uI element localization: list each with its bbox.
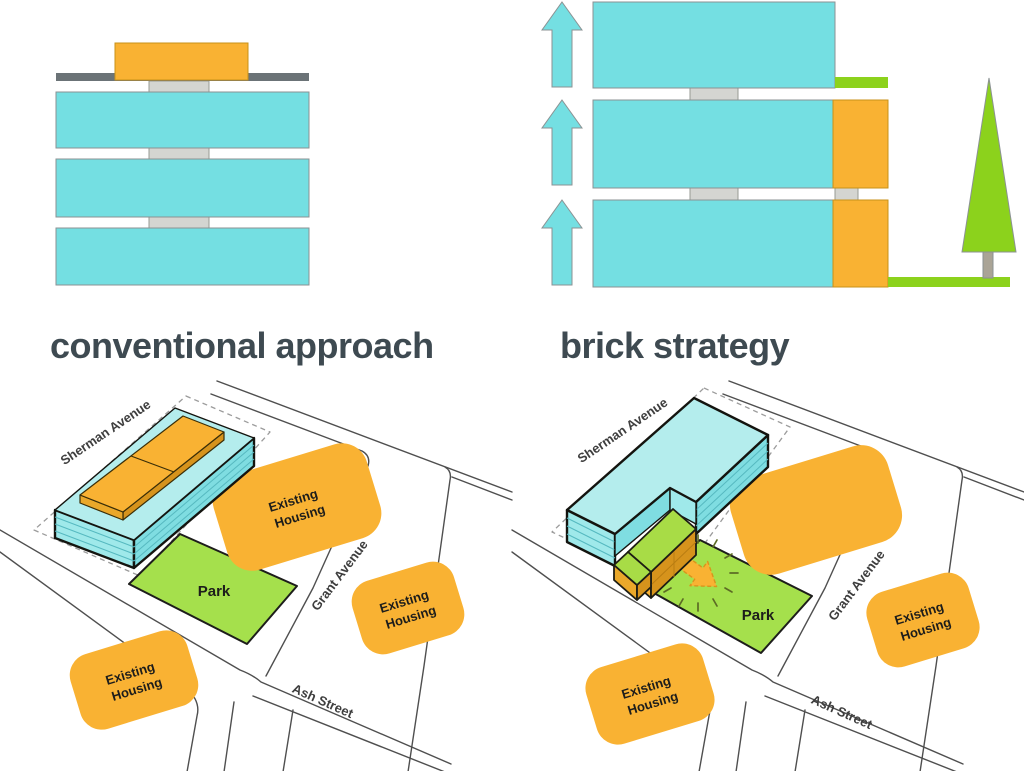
brick-block	[832, 99, 889, 189]
green-roof-strip	[835, 77, 888, 88]
floor-slab	[55, 227, 310, 286]
slab-connector	[148, 147, 210, 160]
housing-shape	[729, 445, 903, 575]
park-label: Park	[198, 583, 231, 600]
proposed-building-brick	[565, 396, 770, 601]
housing-shape	[69, 630, 199, 730]
tree-trunk	[982, 249, 994, 279]
tree-icon	[961, 77, 1017, 253]
up-arrow-icon	[541, 199, 583, 286]
ground-strip	[888, 277, 1010, 287]
existing-housing-blob: Existing Housing	[351, 561, 465, 655]
existing-housing-blob: Existing Housing	[69, 630, 199, 730]
existing-housing-blob: Existing Housing	[585, 643, 715, 745]
floor-stripes	[566, 517, 616, 559]
heading-conventional: conventional approach	[50, 325, 434, 366]
housing-shape	[866, 572, 980, 668]
heading-brick: brick strategy	[560, 325, 790, 366]
brick-lower-green-roof	[613, 551, 652, 586]
slab-connector	[689, 187, 739, 201]
penthouse-block	[114, 42, 249, 81]
penthouse-seam	[130, 455, 175, 473]
floor-slab	[592, 99, 834, 189]
park-label: Park	[742, 607, 775, 624]
site-plan-conventional: Park Existing Housing Existing Housing E…	[0, 380, 513, 771]
slab-connector	[689, 87, 739, 101]
building-roof	[565, 396, 770, 536]
section-conventional	[55, 42, 310, 286]
slab-connector	[148, 216, 210, 229]
existing-housing-blob	[729, 445, 903, 575]
floor-stripes	[133, 444, 255, 562]
housing-shape	[351, 561, 465, 655]
slab-connector	[148, 80, 210, 93]
slab-connector-small	[834, 187, 859, 201]
existing-housing-blob: Existing Housing	[212, 443, 382, 571]
site-plan-brick: Park Existing Housing Existing Housing	[511, 380, 1024, 771]
floor-slab	[592, 199, 834, 288]
housing-shape	[212, 443, 382, 571]
up-arrow-icon	[541, 99, 583, 186]
park-area	[128, 533, 298, 645]
floor-slab	[592, 1, 836, 89]
proposed-building-conventional	[53, 407, 256, 570]
section-brick	[541, 1, 1017, 288]
brick-block	[832, 199, 889, 288]
floor-slab	[55, 91, 310, 149]
up-arrow-icon	[541, 1, 583, 88]
floor-slab	[55, 158, 310, 218]
housing-shape	[585, 643, 715, 745]
existing-housing-blob: Existing Housing	[866, 572, 980, 668]
floor-stripes	[54, 516, 135, 562]
floor-stripes	[695, 442, 769, 527]
